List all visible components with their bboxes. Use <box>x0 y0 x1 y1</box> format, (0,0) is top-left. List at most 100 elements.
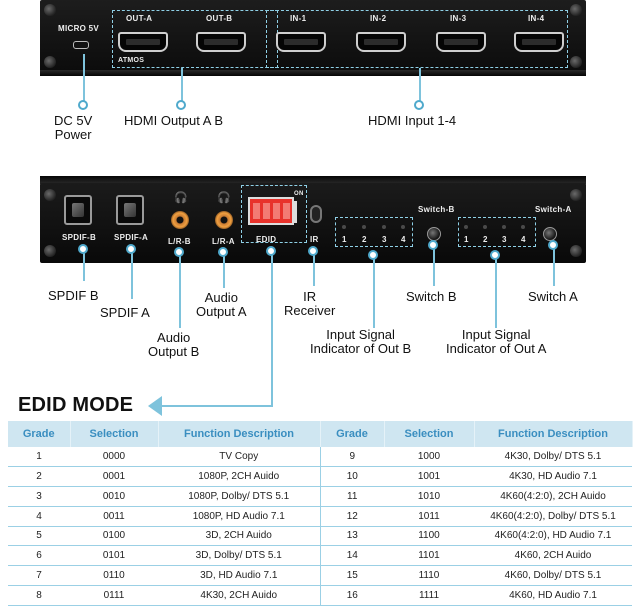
hdmi-in-4-port <box>514 32 564 52</box>
table-row: 1 0000 TV Copy 9 1000 4K30, Dolby/ DTS 5… <box>8 447 632 468</box>
caption-line: Input Signal <box>326 327 395 342</box>
indicator-led <box>483 225 487 229</box>
callout-dot <box>368 250 378 260</box>
selection-cell: 1100 <box>384 526 474 547</box>
selection-cell: 0001 <box>70 466 158 487</box>
screw <box>44 4 56 16</box>
selection-cell: 1011 <box>384 506 474 527</box>
caption-line: Output B <box>148 344 200 359</box>
callout-dot <box>78 244 88 254</box>
table-row: 8 0111 4K30, 2CH Auido 16 1111 4K60, HD … <box>8 585 632 606</box>
switch-b-button[interactable] <box>427 227 441 241</box>
callout-line <box>433 244 435 286</box>
spdif-a-port <box>116 195 144 225</box>
callout-line <box>313 252 315 286</box>
selection-cell: 0101 <box>70 545 158 566</box>
screw <box>44 189 56 201</box>
edid-callout-line <box>160 405 273 407</box>
spdif-b-port <box>64 195 92 225</box>
header-selection: Selection <box>70 421 159 447</box>
function-cell: 1080P, HD Audio 7.1 <box>158 506 320 527</box>
screw <box>570 189 582 201</box>
selection-cell: 1010 <box>384 486 474 507</box>
function-cell: TV Copy <box>158 447 320 468</box>
hdmi-out-a-port <box>118 32 168 52</box>
front-panel-edge <box>40 70 586 76</box>
function-cell: 4K60(4:2:0), 2CH Auido <box>474 486 632 507</box>
function-cell: 4K60, Dolby/ DTS 5.1 <box>474 565 632 586</box>
indicator-led <box>521 225 525 229</box>
headphone-icon: 🎧 <box>217 192 231 204</box>
callout-dot <box>266 246 276 256</box>
edid-arrow-icon <box>148 396 162 416</box>
callout-dot <box>176 100 186 110</box>
micro-usb-port <box>73 41 89 49</box>
grade-cell: 9 <box>319 447 384 468</box>
ir-label: IR <box>310 235 319 244</box>
callout-line <box>179 252 181 328</box>
callout-dot <box>174 247 184 257</box>
spdif-b-caption: SPDIF B <box>48 288 99 303</box>
grade-cell: 16 <box>319 585 384 606</box>
function-cell: 4K60(4:2:0), Dolby/ DTS 5.1 <box>474 506 632 527</box>
audio-out-b-caption: Audio Output B <box>148 331 199 359</box>
callout-dot <box>78 100 88 110</box>
in-4-label: IN-4 <box>528 14 545 23</box>
selection-cell: 0011 <box>70 506 158 527</box>
grade-cell: 10 <box>319 466 384 487</box>
hdmi-out-b-port <box>196 32 246 52</box>
dip-switch-4[interactable] <box>283 203 290 219</box>
indicator-led <box>342 225 346 229</box>
grade-cell: 5 <box>8 526 70 547</box>
back-panel: SPDIF-B SPDIF-A 🎧 L/R-B 🎧 L/R-A ON EDID … <box>40 183 586 263</box>
switch-b-label: Switch-B <box>418 205 455 214</box>
callout-dot <box>414 100 424 110</box>
function-cell: 4K30, 2CH Auido <box>158 585 320 606</box>
audio-out-a-jack <box>215 211 233 229</box>
edid-dip-switch[interactable] <box>248 197 294 225</box>
selection-cell: 1001 <box>384 466 474 487</box>
switch-a-button[interactable] <box>543 227 557 241</box>
indicator-b-box <box>335 217 413 247</box>
edid-mode-table: Grade Selection Function Description Gra… <box>8 421 633 606</box>
callout-dot <box>218 247 228 257</box>
indicator-led <box>401 225 405 229</box>
hdmi-in-1-port <box>276 32 326 52</box>
callout-dot <box>428 240 438 250</box>
function-cell: 4K60, HD Audio 7.1 <box>474 585 632 606</box>
edid-callout-line <box>271 250 273 407</box>
callout-line <box>553 244 555 286</box>
callout-line <box>131 245 133 299</box>
dip-switch-3[interactable] <box>273 203 280 219</box>
screw <box>570 56 582 68</box>
function-cell: 4K30, HD Audio 7.1 <box>474 466 632 487</box>
function-cell: 1080P, 2CH Auido <box>158 466 320 487</box>
caption-line: Indicator of Out A <box>446 341 547 356</box>
caption-line: Receiver <box>284 303 336 318</box>
callout-line <box>419 68 421 108</box>
table-header-row: Grade Selection Function Description Gra… <box>8 421 633 447</box>
hdmi-in-2-port <box>356 32 406 52</box>
grade-cell: 7 <box>8 565 70 586</box>
switch-a-label: Switch-A <box>535 205 572 214</box>
indicator-led <box>362 225 366 229</box>
header-function: Function Description <box>158 421 321 447</box>
indicator-led <box>464 225 468 229</box>
callout-dot <box>548 240 558 250</box>
selection-cell: 0000 <box>70 447 158 468</box>
function-cell: 4K60(4:2:0), HD Audio 7.1 <box>474 526 632 547</box>
function-cell: 4K30, Dolby/ DTS 5.1 <box>474 447 632 468</box>
grade-cell: 4 <box>8 506 70 527</box>
led-num: 3 <box>382 235 387 244</box>
selection-cell: 1000 <box>384 447 474 468</box>
callout-line <box>181 68 183 108</box>
dip-switch-1[interactable] <box>253 203 260 219</box>
dip-switch-2[interactable] <box>263 203 270 219</box>
callout-dot <box>308 246 318 256</box>
indicator-b-caption: Input Signal Indicator of Out B <box>310 328 411 356</box>
grade-cell: 8 <box>8 585 70 606</box>
in-2-label: IN-2 <box>370 14 387 23</box>
hdmi-input-caption: HDMI Input 1-4 <box>368 113 457 128</box>
table-row: 2 0001 1080P, 2CH Auido 10 1001 4K30, HD… <box>8 466 632 487</box>
indicator-a-box <box>458 217 536 247</box>
